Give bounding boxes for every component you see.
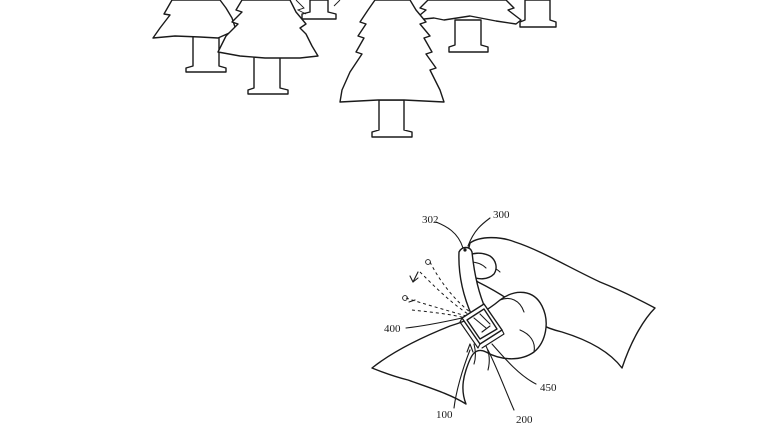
leader-lines <box>405 217 537 411</box>
arrowhead-100 <box>466 343 474 353</box>
tree-center-left <box>217 0 319 95</box>
tree-back-middle <box>301 0 337 20</box>
motion-trace <box>402 259 471 319</box>
leader-400 <box>405 317 463 329</box>
leader-300 <box>467 217 491 247</box>
tree-right <box>413 0 522 53</box>
tree-cluster <box>152 0 557 138</box>
label-100: 100 <box>436 409 453 421</box>
label-300: 300 <box>493 209 510 221</box>
reference-numerals: 302 300 400 450 100 200 <box>384 209 557 426</box>
label-400: 400 <box>384 323 401 335</box>
tree-left <box>152 0 237 73</box>
wearable-illustration <box>371 236 656 405</box>
leader-302 <box>435 221 464 249</box>
label-200: 200 <box>516 414 533 426</box>
wristband-100 <box>473 343 490 371</box>
left-forearm <box>371 291 547 405</box>
label-302: 302 <box>422 214 439 226</box>
tree-back-right <box>519 0 557 28</box>
leader-100 <box>453 349 471 409</box>
tree-top-fragment <box>295 0 341 15</box>
leader-450 <box>491 343 537 385</box>
tree-center <box>339 0 445 138</box>
label-450: 450 <box>540 382 557 394</box>
strap-300 <box>458 246 487 317</box>
leader-200 <box>487 349 515 411</box>
watch-body-200 <box>459 303 505 349</box>
